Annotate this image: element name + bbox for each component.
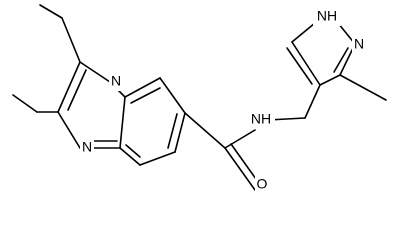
atom-n-pyrazole: N [354, 36, 364, 52]
bond-c4-c5 [291, 41, 321, 86]
bond-c7-c6 [174, 112, 186, 153]
bond-carbonyl-o [224, 147, 256, 191]
bond-ethyl-bottom-ch3 [12, 94, 38, 113]
bond-ethyl-top-ch3 [39, 4, 63, 19]
bond-ethyl-top-ch2 [61, 17, 81, 63]
bond-c8a-c8-double [130, 87, 161, 104]
bond-c8a-c8 [124, 77, 161, 98]
bond-c8a-c4a [119, 96, 126, 149]
atom-o-carbonyl: O [257, 176, 268, 192]
bond-c3-c4 [319, 74, 341, 86]
bond-n2-c3-double [333, 47, 349, 73]
atom-n-quinoxaline-bottom: N [82, 139, 92, 155]
chemical-structure-canvas: N N NH O NH N [12, 4, 387, 192]
atom-n-quinoxaline-top: N [111, 73, 121, 89]
bond-c3-methyl [339, 74, 387, 101]
bond-ch2-pyrazole-c4 [304, 84, 321, 119]
bond-c3-n4 [57, 111, 81, 149]
bond-c2-n1 [79, 61, 111, 83]
bond-c5-n1h [291, 22, 316, 43]
bond-c7-c6-double [167, 113, 178, 149]
atom-n-pyrazole-h: NH [317, 8, 337, 24]
bond-c5-c4a [119, 147, 141, 166]
atom-n-amide: NH [251, 111, 271, 127]
bond-carbonyl-nh [224, 129, 256, 149]
molecule-drawing: N N NH O NH N [12, 4, 387, 192]
bond-c2-c3 [57, 61, 81, 113]
bond-c6-c5 [139, 151, 176, 166]
bond-c7-carbonyl [184, 112, 226, 149]
bond-c4-c5-double [286, 47, 313, 85]
bond-c5-c4a-double [125, 144, 141, 158]
bond-c2-c3-double [67, 69, 87, 111]
bond-c8-c7 [159, 77, 186, 114]
